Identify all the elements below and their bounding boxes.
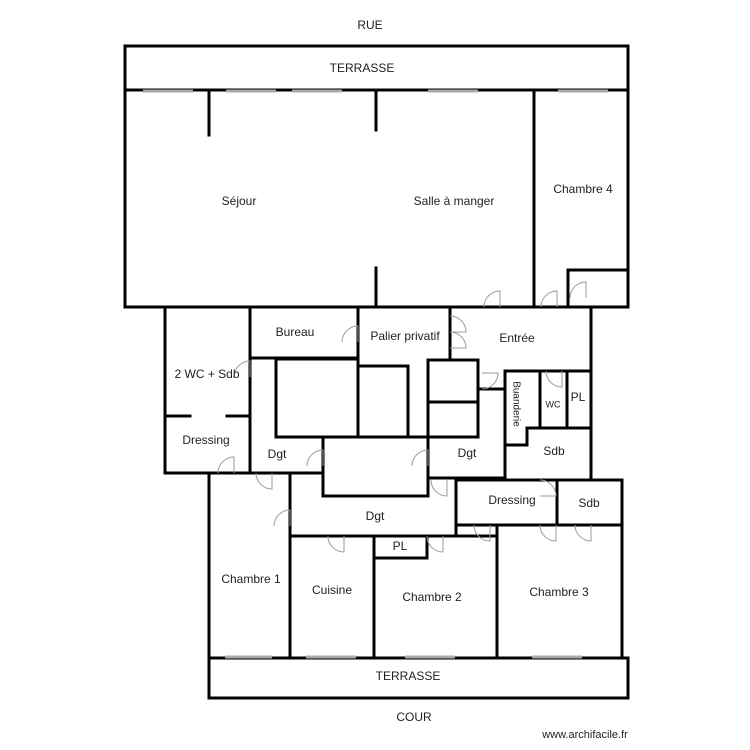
room-dressing-right: Dressing	[488, 493, 535, 507]
room-cuisine: Cuisine	[312, 583, 352, 597]
label-cour: COUR	[396, 710, 432, 724]
room-wc-sdb: 2 WC + Sdb	[174, 367, 239, 381]
room-sdb-mid: Sdb	[543, 444, 565, 458]
hatched-areas	[274, 357, 480, 498]
room-wc: WC	[546, 399, 561, 409]
room-palier: Palier privatif	[370, 329, 440, 343]
room-pl-right: PL	[571, 390, 586, 404]
room-buanderie: Buanderie	[510, 381, 521, 427]
watermark: www.archifacile.fr	[541, 729, 628, 741]
label-terrace-bottom: TERRASSE	[376, 669, 441, 683]
windows	[143, 89, 608, 659]
room-dgt-right: Dgt	[458, 446, 477, 460]
label-terrace-top: TERRASSE	[330, 61, 395, 75]
room-pl-center: PL	[393, 539, 408, 553]
room-dgt-left: Dgt	[268, 447, 287, 461]
room-entree: Entrée	[499, 331, 535, 345]
room-chambre2: Chambre 2	[402, 590, 462, 604]
room-bureau: Bureau	[276, 325, 315, 339]
room-chambre4: Chambre 4	[553, 182, 613, 196]
room-dgt-center: Dgt	[366, 509, 385, 523]
room-chambre3: Chambre 3	[529, 585, 589, 599]
label-rue: RUE	[357, 18, 382, 32]
doors	[217, 281, 592, 553]
walls	[123, 88, 630, 660]
room-sejour: Séjour	[222, 194, 257, 208]
room-dressing-left: Dressing	[182, 433, 229, 447]
room-chambre1: Chambre 1	[221, 572, 281, 586]
room-sdb-right: Sdb	[578, 496, 600, 510]
room-salle-manger: Salle à manger	[414, 194, 495, 208]
